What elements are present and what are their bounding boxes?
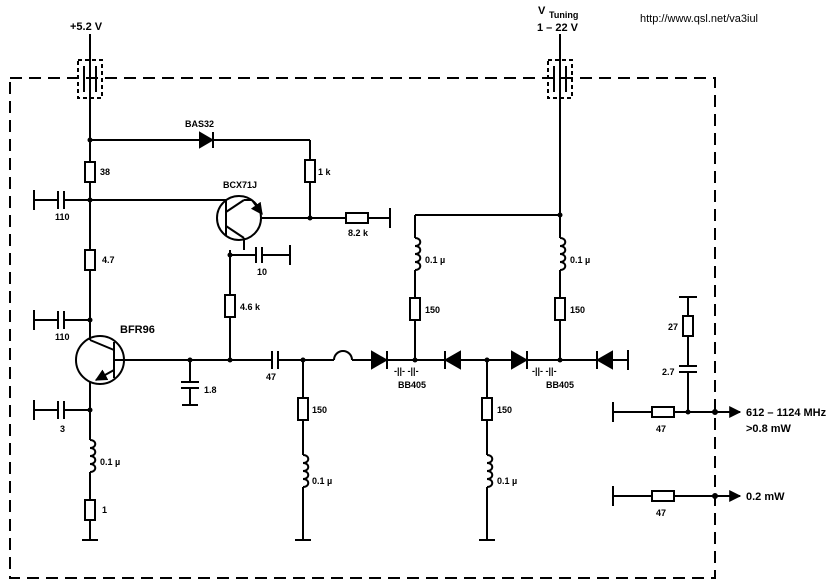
svg-text:Tuning: Tuning	[549, 10, 578, 20]
output-2-power: 0.2 mW	[746, 491, 785, 503]
output-1-power: >0.8 mW	[746, 423, 792, 435]
r-4_7-label: 4.7	[102, 255, 115, 265]
c-1_8-label: 1.8	[204, 385, 217, 395]
r-8_2k-label: 8.2 k	[348, 228, 369, 238]
supply-label: +5.2 V	[70, 21, 103, 33]
c-47-label: 47	[266, 372, 276, 382]
bcx71j-label: BCX71J	[223, 180, 257, 190]
output-2-line	[612, 486, 742, 506]
l-d	[559, 237, 567, 271]
r-4_7	[84, 249, 96, 271]
bb405-b-label: BB405	[546, 380, 574, 390]
bb405-b-dashmarks: -||- -||-	[532, 366, 557, 376]
r-150-b-label: 150	[425, 305, 440, 315]
r-8_2k	[345, 212, 369, 224]
r-150-b	[409, 297, 421, 321]
bcx71j-transistor	[90, 195, 390, 250]
l-c-label: 0.1 µ	[497, 476, 517, 486]
r-4_6k-label: 4.6 k	[240, 302, 261, 312]
bas32-diode	[90, 131, 311, 160]
output-1-line	[612, 402, 742, 422]
r-47-a-label: 47	[656, 424, 666, 434]
bb405-b-varactor	[511, 350, 629, 370]
bb405-a-varactor	[371, 350, 512, 370]
c-47-series	[271, 350, 372, 369]
c-3-label: 3	[60, 424, 65, 434]
c-110-top	[33, 190, 90, 210]
r-150-a-label: 150	[312, 405, 327, 415]
bfr96-label: BFR96	[120, 324, 155, 336]
c-10-label: 10	[257, 267, 267, 277]
c-110-mid-label: 110	[55, 332, 70, 342]
c-27	[679, 296, 697, 316]
l-a-label: 0.1 µ	[312, 476, 332, 486]
tuning-feedthrough-capacitor	[547, 34, 573, 215]
r-47-a	[651, 406, 675, 418]
tuning-label: V Tuning 1 – 22 V	[537, 5, 579, 34]
c-110-top-label: 110	[55, 212, 70, 222]
r-1-label: 1	[102, 505, 107, 515]
shield-enclosure	[9, 77, 716, 579]
r-1k	[304, 159, 316, 183]
l-b	[414, 237, 422, 271]
c-27-label: 27	[668, 322, 678, 332]
supply-feedthrough-capacitor	[77, 34, 103, 140]
svg-text:1 – 22 V: 1 – 22 V	[537, 22, 579, 34]
r-4_6k	[224, 294, 236, 318]
r-1	[84, 499, 96, 521]
bb405-a-label: BB405	[398, 380, 426, 390]
output-1-frequency: 612 – 1124 MHz	[746, 407, 827, 419]
bfr96-transistor	[75, 335, 272, 440]
r-150-c	[481, 397, 493, 421]
bas32-label: BAS32	[185, 119, 214, 129]
l-emitter-label: 0.1 µ	[100, 457, 120, 467]
r-150-a	[297, 397, 309, 421]
r-150-d	[554, 297, 566, 321]
r-150-c-label: 150	[497, 405, 512, 415]
svg-text:V: V	[538, 5, 546, 17]
l-c	[486, 454, 494, 488]
source-url: http://www.qsl.net/va3iul	[640, 13, 758, 25]
r-1k-label: 1 k	[318, 167, 332, 177]
c-2_7	[679, 365, 697, 412]
c-2_7-label: 2.7	[662, 367, 675, 377]
r-38-label: 38	[100, 167, 110, 177]
r-150-d-label: 150	[570, 305, 585, 315]
r-47-b-label: 47	[656, 508, 666, 518]
bb405-a-dashmarks: -||- -||-	[394, 366, 419, 376]
l-d-label: 0.1 µ	[570, 255, 590, 265]
c-110-mid	[33, 310, 90, 330]
junction-dots	[87, 137, 691, 415]
c-1_8	[181, 360, 199, 406]
r-38	[84, 161, 96, 183]
l-b-label: 0.1 µ	[425, 255, 445, 265]
l-emitter	[89, 439, 97, 473]
c-3	[33, 400, 90, 420]
r-47-b	[651, 490, 675, 502]
l-a	[302, 454, 310, 488]
